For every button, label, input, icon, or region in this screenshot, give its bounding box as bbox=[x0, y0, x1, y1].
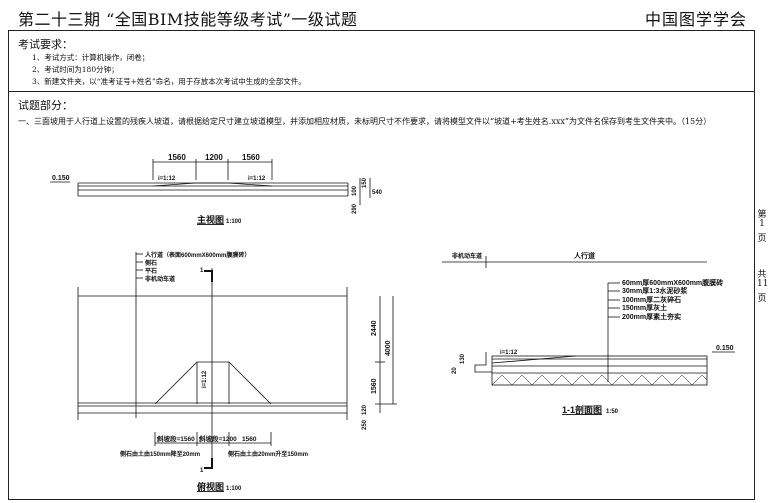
section-dim-130: 130 bbox=[460, 353, 466, 364]
section-view: 非机动车道 人行道 60mm厚600mmX600mm腹膜砖 30mm厚1:3水泥… bbox=[442, 251, 735, 415]
layer-label: 100mm厚二灰碎石 bbox=[622, 295, 681, 304]
front-dim-3: 1560 bbox=[242, 153, 260, 162]
front-right-dim-540: 540 bbox=[372, 190, 383, 196]
layer-label: 30mm厚1:3水泥砂浆 bbox=[622, 286, 688, 295]
front-slope-left: i=1:12 bbox=[158, 176, 176, 182]
front-view-scale: 1:100 bbox=[226, 219, 242, 225]
section-zone-right: 人行道 bbox=[574, 251, 595, 260]
front-dim-2: 1200 bbox=[205, 153, 223, 162]
page-current-number: 1 bbox=[759, 219, 765, 229]
plan-view: 人行道（表面600mmX600mm腹膜砖） 侧石 平石 非机动车道 1 1 i=… bbox=[77, 251, 397, 492]
front-right-dim-100: 100 bbox=[352, 185, 358, 196]
plan-dim-4000: 4000 bbox=[385, 340, 392, 356]
section-view-title: 1-1剖面图 bbox=[562, 404, 602, 415]
front-right-dim-290: 290 bbox=[352, 203, 358, 214]
plan-legend-bike-lane: 非机动车道 bbox=[145, 275, 175, 283]
page-current-suffix: 页 bbox=[757, 234, 767, 244]
requirement-item: 1、考试方式：计算机操作，闭卷； bbox=[32, 53, 150, 62]
requirement-item: 3、新建文件夹，以“准考证号+姓名”命名，用于存放本次考试中生成的全部文件。 bbox=[32, 77, 306, 86]
plan-dim-250: 250 bbox=[362, 419, 368, 430]
page-total-suffix: 页 bbox=[757, 294, 767, 304]
plan-dim-1560: 1560 bbox=[371, 378, 378, 394]
front-slope-right: i=1:12 bbox=[248, 176, 266, 182]
page-total-label: 共 bbox=[757, 270, 767, 280]
plan-legend-flat-stone: 平石 bbox=[145, 268, 157, 275]
section-view-scale: 1:50 bbox=[606, 409, 619, 415]
question-1: 一、三面坡用于人行道上设置的残疾人坡道，请根据给定尺寸建立坡道模型，并添加相应材… bbox=[18, 117, 712, 126]
plan-legend-sidewalk: 人行道（表面600mmX600mm腹膜砖） bbox=[145, 251, 250, 259]
plan-bottom-dim-1: 斜坡段=1560 bbox=[156, 434, 195, 443]
plan-note-right: 侧石由土由20mm升至150mm bbox=[228, 450, 308, 458]
page-frame bbox=[8, 30, 755, 500]
page-title: 第二十三期 “全国BIM技能等级考试”一级试题 bbox=[18, 10, 358, 29]
plan-dim-120: 120 bbox=[362, 404, 368, 415]
section-zone-left: 非机动车道 bbox=[452, 252, 482, 260]
page-total-number: 11 bbox=[757, 279, 769, 289]
requirements-heading: 考试要求： bbox=[18, 38, 73, 51]
front-right-dim-150: 150 bbox=[362, 177, 368, 188]
plan-view-title: 俯视图 bbox=[197, 481, 224, 492]
questions-heading: 试题部分： bbox=[18, 99, 73, 112]
page-current-label: 第 bbox=[757, 210, 767, 220]
plan-slope-label: i=1:12 bbox=[202, 370, 208, 388]
section-dim-20: 20 bbox=[452, 367, 458, 374]
section-divider bbox=[8, 91, 755, 92]
plan-note-left: 侧石由土由150mm降至20mm bbox=[120, 450, 200, 458]
section-mark-top: 1 bbox=[200, 268, 204, 274]
front-view: 0.150 1560 1200 1560 i=1:12 i=1:12 150 1… bbox=[50, 153, 383, 225]
front-elevation-label: 0.150 bbox=[52, 175, 70, 182]
plan-legend-curb: 侧石 bbox=[145, 259, 157, 267]
plan-bottom-dim-3: 1560 bbox=[242, 436, 257, 443]
section-slope-label: i=1:12 bbox=[500, 350, 518, 356]
section-mark-bottom: 1 bbox=[200, 468, 204, 474]
organization-name: 中国图学学会 bbox=[644, 10, 747, 29]
layer-label: 60mm厚600mmX600mm腹膜砖 bbox=[622, 278, 723, 287]
layer-label: 200mm厚素土夯实 bbox=[622, 312, 681, 321]
layer-label: 150mm厚灰土 bbox=[622, 303, 667, 312]
plan-view-scale: 1:100 bbox=[226, 486, 242, 492]
section-elevation-label: 0.150 bbox=[716, 345, 734, 352]
front-view-title: 主视图 bbox=[197, 214, 224, 225]
requirement-item: 2、考试时间为180分钟； bbox=[32, 65, 119, 74]
plan-dim-2440: 2440 bbox=[371, 320, 378, 336]
plan-bottom-dim-2: 斜坡段=1200 bbox=[198, 434, 237, 443]
front-dim-1: 1560 bbox=[168, 153, 186, 162]
